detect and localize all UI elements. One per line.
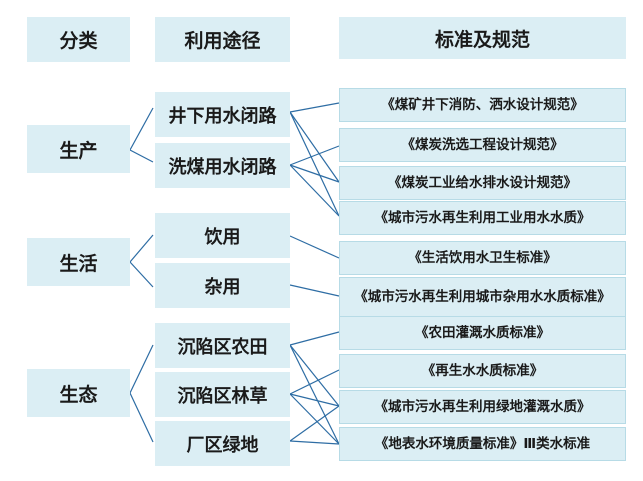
link-forest-s9 — [289, 393, 340, 407]
link-farmland-s9 — [289, 344, 340, 407]
route-subsidence-farmland: 沉陷区农田 — [155, 323, 290, 368]
category-living: 生活 — [27, 238, 130, 286]
route-miscellaneous: 杂用 — [155, 263, 290, 308]
bracket-ecology — [129, 344, 154, 443]
standard-coal-washing: 《煤炭洗选工程设计规范》 — [339, 128, 626, 162]
link-coalwash-s4 — [289, 164, 340, 217]
link-underground-s1 — [289, 102, 340, 113]
link-forest-s10 — [289, 393, 340, 445]
link-underground-s4 — [289, 111, 340, 217]
header-standard: 标准及规范 — [339, 17, 626, 59]
standard-reclaimed-water: 《再生水水质标准》 — [339, 354, 626, 388]
bracket-living — [129, 234, 154, 288]
standard-reclaimed-urban-misc: 《城市污水再生利用城市杂用水水质标准》 — [339, 277, 626, 317]
link-misc-s6 — [289, 284, 340, 297]
standard-reclaimed-green-irrigation: 《城市污水再生利用绿地灌溉水质》 — [339, 390, 626, 424]
link-coalwash-s2 — [289, 145, 340, 166]
category-production: 生产 — [27, 125, 130, 173]
route-drinking: 饮用 — [155, 213, 290, 258]
route-coal-wash-loop: 洗煤用水闭路 — [155, 143, 290, 188]
standard-surface-water-class3: 《地表水环境质量标准》Ⅲ类水标准 — [339, 427, 626, 461]
standard-coal-water-supply: 《煤炭工业给水排水设计规范》 — [339, 166, 626, 200]
standard-farm-irrigation: 《农田灌溉水质标准》 — [339, 316, 626, 350]
link-farmland-s10 — [289, 344, 340, 445]
link-farmland-s7 — [289, 331, 340, 346]
link-coalwash-s3 — [289, 164, 340, 183]
bracket-production — [129, 107, 154, 163]
link-drinking-s5 — [289, 235, 340, 259]
route-plant-greenland: 厂区绿地 — [155, 421, 290, 466]
standard-drinking-water: 《生活饮用水卫生标准》 — [339, 241, 626, 275]
standard-reclaimed-industrial: 《城市污水再生利用工业用水水质》 — [339, 201, 626, 235]
route-subsidence-forest: 沉陷区林草 — [155, 372, 290, 417]
route-underground-loop: 井下用水闭路 — [155, 92, 290, 137]
link-green-s10 — [289, 440, 340, 445]
link-forest-s8 — [289, 369, 340, 395]
header-category: 分类 — [27, 17, 130, 62]
header-route: 利用途径 — [155, 17, 290, 62]
standard-mine-fire-sprinkler: 《煤矿井下消防、洒水设计规范》 — [339, 88, 626, 122]
link-underground-s3 — [289, 111, 340, 183]
link-green-s9 — [289, 405, 340, 442]
category-ecology: 生态 — [27, 369, 130, 417]
